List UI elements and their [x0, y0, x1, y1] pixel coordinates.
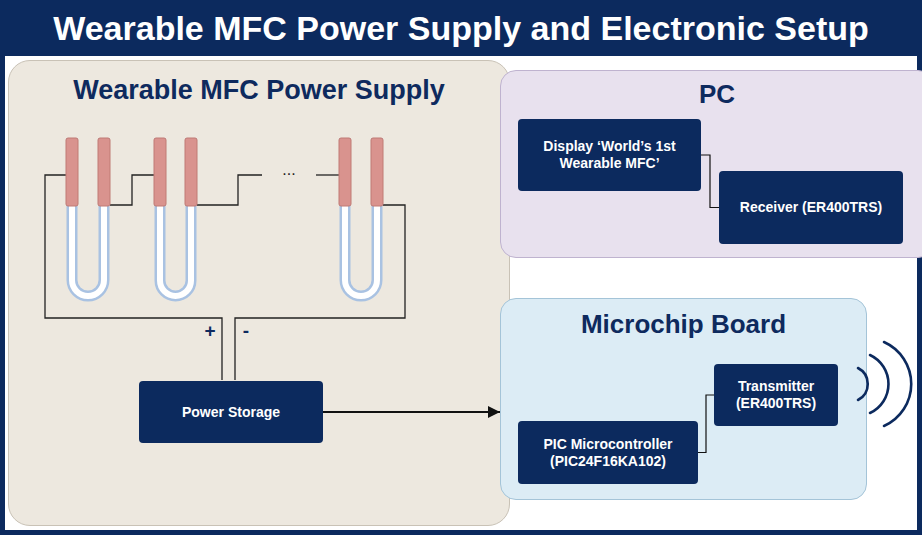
panel-heading: Wearable MFC Power Supply [9, 75, 509, 106]
radio-waves [858, 342, 911, 426]
radio-wave [884, 342, 911, 426]
pc-panel: PC Display ‘World’s 1st Wearable MFC’ Rece… [500, 70, 922, 258]
tube-outline [160, 138, 191, 296]
wire [316, 174, 339, 175]
microchip-panel: Microchip BoardPIC Microcontroller (PIC2… [500, 298, 867, 500]
tube-inner [72, 138, 104, 296]
radio-wave [870, 355, 888, 413]
mfc-tubes [66, 138, 383, 296]
tube-inner [160, 138, 191, 296]
display-box: Display ‘World’s 1st Wearable MFC’ [518, 119, 701, 191]
panel-heading: PC [501, 79, 922, 110]
electrode [98, 138, 110, 206]
receiver-box: Receiver (ER400TRS) [719, 171, 903, 244]
panel-heading: Microchip Board [501, 309, 866, 340]
series-wires [45, 175, 405, 380]
tube-outline [72, 138, 104, 296]
box-label: Receiver (ER400TRS) [740, 199, 882, 216]
terminal-sign: + [204, 321, 215, 340]
connector-line [701, 155, 719, 208]
connector-line [698, 395, 714, 453]
ellipsis: ... [282, 162, 295, 178]
electrode [339, 138, 351, 206]
page-title: Wearable MFC Power Supply and Electronic… [53, 9, 869, 48]
radio-wave [858, 368, 868, 400]
title-banner: Wearable MFC Power Supply and Electronic… [0, 0, 922, 56]
electrode [154, 138, 166, 206]
terminal-sign: - [243, 321, 249, 340]
box-label: Transmitter (ER400TRS) [724, 378, 828, 412]
connector-arrow [323, 411, 500, 413]
wire [45, 175, 222, 380]
box-label: Display ‘World’s 1st Wearable MFC’ [528, 138, 691, 172]
electrode [66, 138, 78, 206]
electrode [371, 138, 383, 206]
supply-panel: Wearable MFC Power SupplyPower Storage [8, 60, 510, 526]
box-label: Power Storage [182, 404, 280, 421]
wire [197, 175, 262, 205]
box-label: PIC Microcontroller (PIC24F16KA102) [528, 436, 688, 470]
microcontroller-box: PIC Microcontroller (PIC24F16KA102) [518, 421, 698, 484]
transmitter-box: Transmitter (ER400TRS) [714, 364, 838, 426]
electrode [185, 138, 197, 206]
wire [235, 205, 405, 380]
tube-inner [345, 138, 377, 296]
tube-outline [345, 138, 377, 296]
storage-box: Power Storage [139, 381, 323, 443]
wire [110, 175, 154, 205]
